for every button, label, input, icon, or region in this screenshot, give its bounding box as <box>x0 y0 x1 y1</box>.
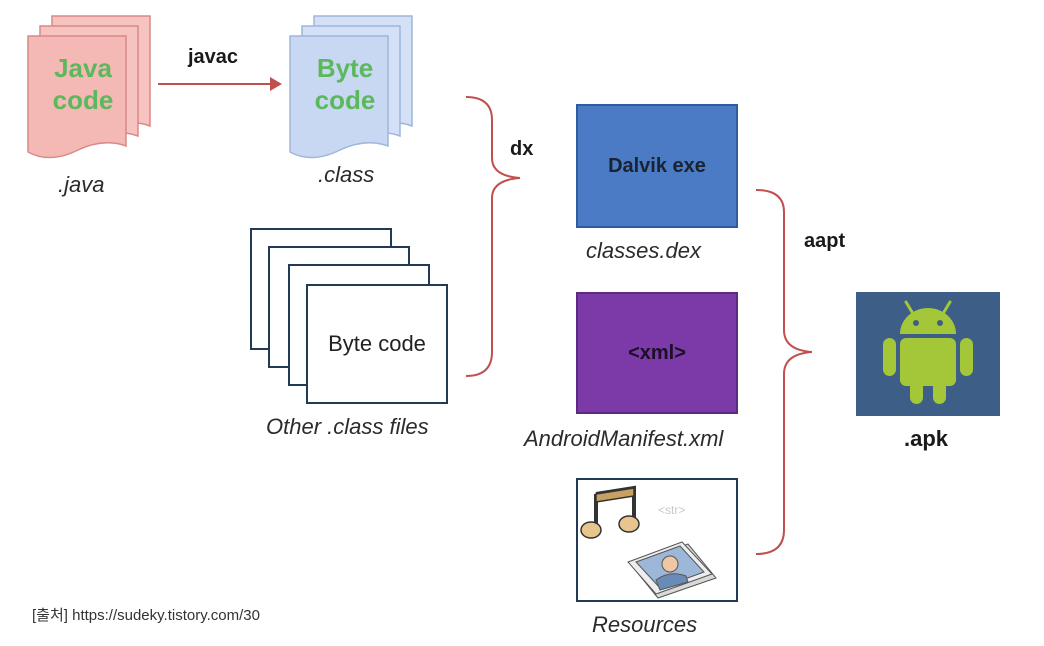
javac-label: javac <box>188 46 239 68</box>
source-credit: [출처] https://sudeky.tistory.com/30 <box>32 607 260 624</box>
dalvik-exe-box: Dalvik exe <box>576 104 738 228</box>
aapt-label: aapt <box>804 230 846 252</box>
java-doc-line1: Java <box>54 53 112 83</box>
classes-dex-caption: classes.dex <box>586 238 701 263</box>
dalvik-exe-text: Dalvik exe <box>608 154 706 177</box>
manifest-caption: AndroidManifest.xml <box>524 426 724 451</box>
resources-caption: Resources <box>592 612 698 637</box>
other-files-text: Byte code <box>328 331 426 356</box>
apk-box <box>856 292 1000 416</box>
class-caption: .class <box>318 162 375 187</box>
byte-doc-line1: Byte <box>316 53 374 83</box>
java-code-doc <box>27 15 151 159</box>
aapt-brace <box>755 189 813 555</box>
java-caption: .java <box>58 172 105 197</box>
apk-caption: .apk <box>904 426 949 451</box>
xml-text: <xml> <box>628 341 686 364</box>
byte-doc-line2: code <box>314 85 376 115</box>
music-note-icon <box>580 485 640 539</box>
other-files-caption: Other .class files <box>266 414 429 439</box>
dx-label: dx <box>510 138 534 160</box>
byte-code-doc <box>289 15 413 159</box>
photos-icon <box>627 541 717 599</box>
resources-illustration: <str> <box>580 485 717 599</box>
class-file-page-front: Byte code <box>306 284 448 404</box>
dx-brace <box>465 96 521 377</box>
resources-box: <str> <box>576 478 738 602</box>
android-robot-icon <box>883 300 973 404</box>
str-tag-text: <str> <box>658 503 685 517</box>
xml-box: <xml> <box>576 292 738 414</box>
javac-arrowhead <box>270 77 282 91</box>
java-doc-line2: code <box>52 85 114 115</box>
